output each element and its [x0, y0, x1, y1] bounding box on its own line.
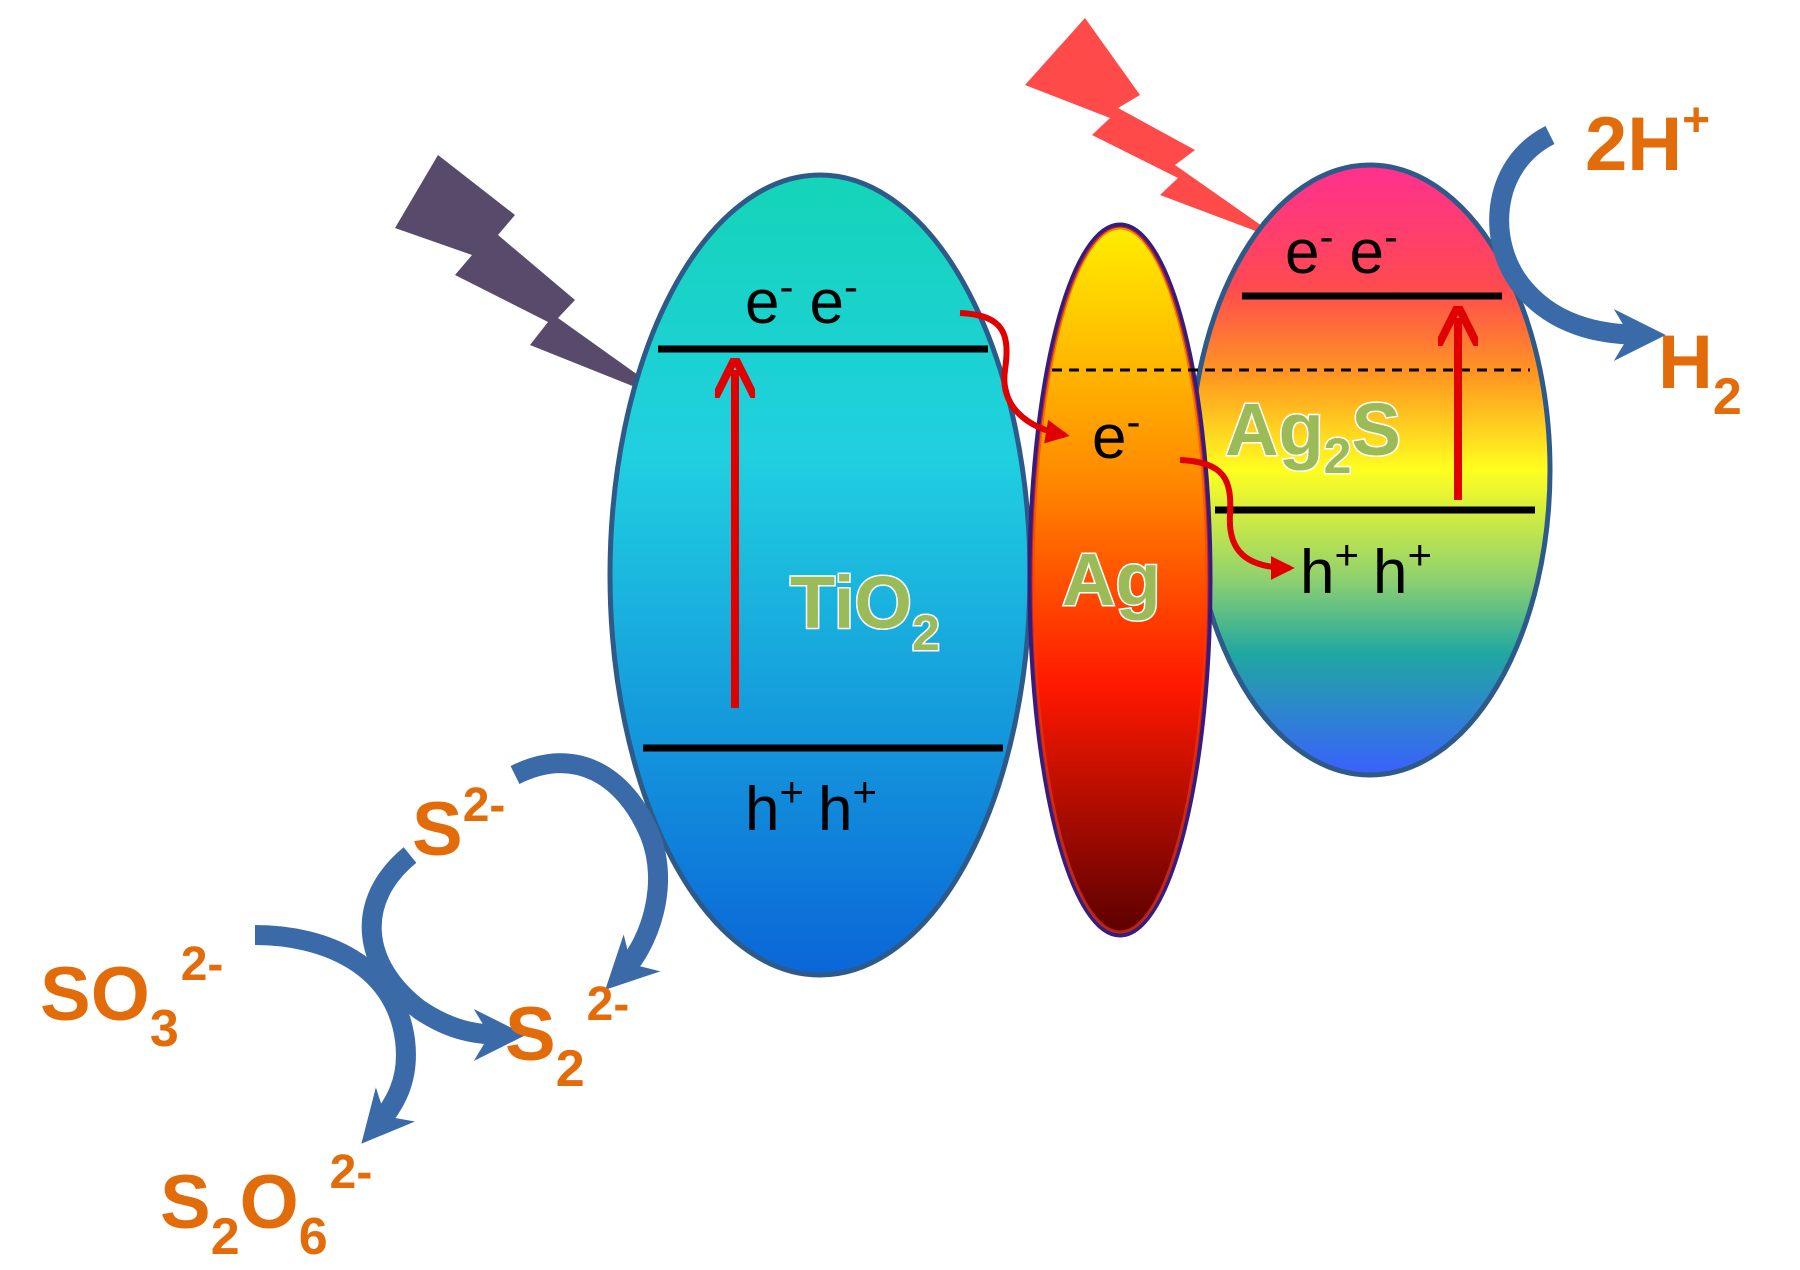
proton-reduction-arrow: [1489, 126, 1666, 361]
electron-transfer-arrow-1: [959, 310, 1070, 444]
ag-electron-label: e-: [1092, 398, 1140, 472]
electron-transfer-arrow-2: [1179, 457, 1295, 580]
tio2-label: TiO2: [790, 561, 940, 661]
hydrogen-label: H2: [1658, 320, 1742, 426]
ag-particle: [1027, 222, 1213, 938]
ag-label: Ag: [1062, 538, 1161, 621]
uv-light-bolt-icon: [395, 155, 680, 405]
tio2-holes-label: h+h+: [745, 768, 877, 844]
dithionate-label: S2O62-: [160, 1146, 372, 1265]
sulfide-oxidation-arrow: [510, 753, 668, 990]
ag2s-electrons-label: e-e-: [1285, 213, 1398, 287]
tio2-electrons-label: e-e-: [745, 263, 858, 337]
sulfide-label: S2-: [412, 779, 505, 872]
sulfide-to-disulfide-arrow: [361, 847, 526, 1061]
sulfite-to-dithionate-arrow: [254, 925, 416, 1144]
ag2s-holes-label: h+h+: [1300, 531, 1432, 607]
ag2s-label: Ag2S: [1225, 388, 1401, 484]
disulfide-label: S22-: [505, 978, 629, 1098]
visible-light-bolt-icon: [1025, 18, 1285, 242]
proton-label: 2H+: [1585, 94, 1710, 187]
sulfite-label: SO32-: [40, 938, 223, 1058]
